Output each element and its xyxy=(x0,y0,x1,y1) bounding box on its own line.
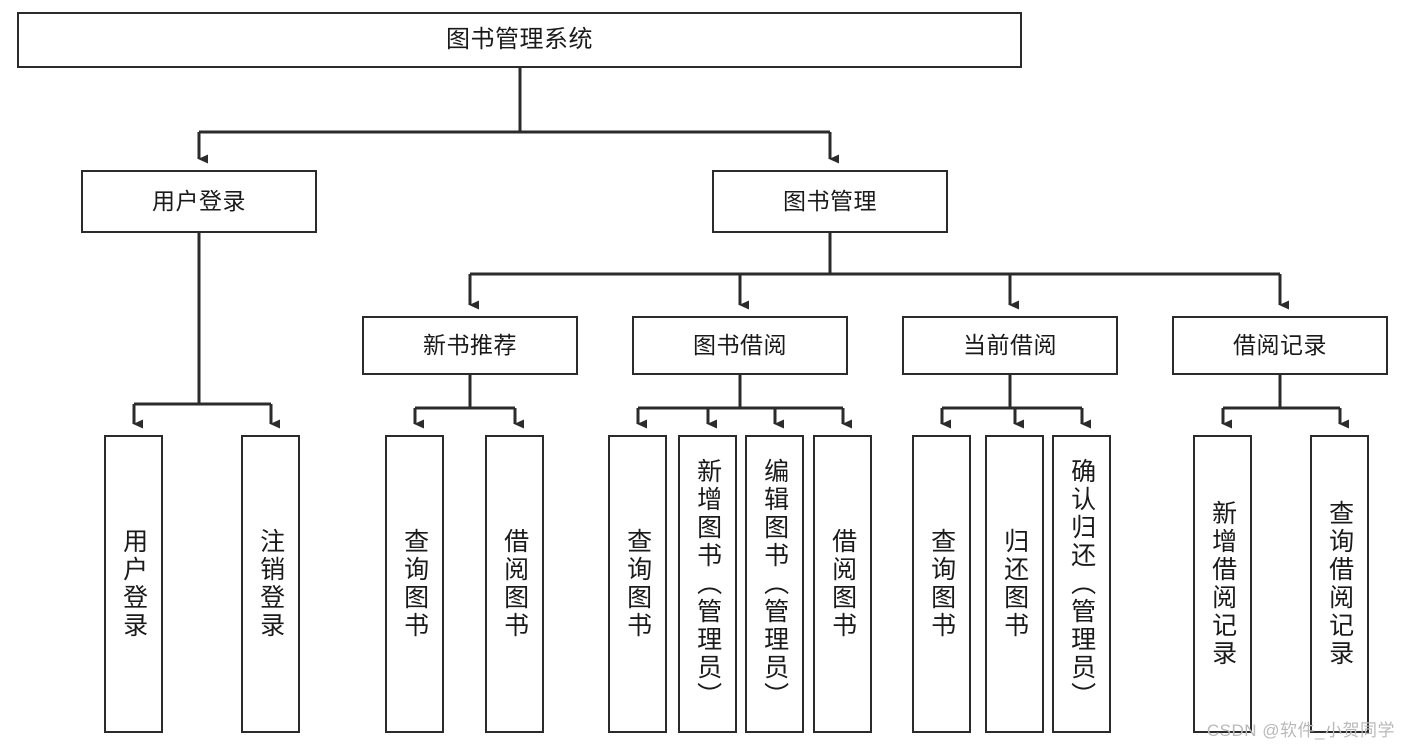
node-leaf-query-book[interactable]: 查询图书 xyxy=(608,435,667,733)
node-label: 借阅记录 xyxy=(1233,331,1327,358)
node-leaf-query-book-rec[interactable]: 查询图书 xyxy=(385,435,444,733)
node-label: 查询借阅记录 xyxy=(1325,500,1354,668)
node-book-borrow[interactable]: 图书借阅 xyxy=(632,316,848,375)
node-label: 新增图书（管理员） xyxy=(693,458,722,710)
node-current-borrow[interactable]: 当前借阅 xyxy=(902,316,1118,375)
node-label: 归还图书 xyxy=(1000,528,1029,640)
node-leaf-return-book[interactable]: 归还图书 xyxy=(985,435,1044,733)
node-borrow-record[interactable]: 借阅记录 xyxy=(1172,316,1388,375)
node-label: 借阅图书 xyxy=(828,528,857,640)
node-leaf-query-record[interactable]: 查询借阅记录 xyxy=(1310,435,1369,733)
node-label: 注销登录 xyxy=(256,528,285,640)
node-label: 图书管理系统 xyxy=(446,25,593,53)
node-book-manage[interactable]: 图书管理 xyxy=(712,170,948,233)
node-label: 用户登录 xyxy=(152,187,246,214)
node-leaf-user-login[interactable]: 用户登录 xyxy=(104,435,163,733)
node-leaf-add-record[interactable]: 新增借阅记录 xyxy=(1193,435,1252,733)
node-root[interactable]: 图书管理系统 xyxy=(17,12,1022,68)
node-label: 新增借阅记录 xyxy=(1208,500,1237,668)
node-label: 查询图书 xyxy=(623,528,652,640)
node-label: 查询图书 xyxy=(400,528,429,640)
node-label: 查询图书 xyxy=(927,528,956,640)
node-label: 编辑图书（管理员） xyxy=(760,458,789,710)
node-label: 图书管理 xyxy=(783,187,877,214)
node-leaf-confirm-return[interactable]: 确认归还（管理员） xyxy=(1052,435,1111,733)
node-user-login[interactable]: 用户登录 xyxy=(81,170,317,233)
node-leaf-logout[interactable]: 注销登录 xyxy=(241,435,300,733)
node-label: 借阅图书 xyxy=(500,528,529,640)
node-label: 新书推荐 xyxy=(423,331,517,358)
node-leaf-borrow-book[interactable]: 借阅图书 xyxy=(813,435,872,733)
node-leaf-borrow-book-rec[interactable]: 借阅图书 xyxy=(485,435,544,733)
watermark-text: CSDN @软件_小贺同学 xyxy=(1206,721,1395,740)
node-label: 当前借阅 xyxy=(963,331,1057,358)
node-label: 确认归还（管理员） xyxy=(1067,458,1096,710)
node-leaf-add-book[interactable]: 新增图书（管理员） xyxy=(678,435,737,733)
node-leaf-edit-book[interactable]: 编辑图书（管理员） xyxy=(745,435,804,733)
node-leaf-query-book-cur[interactable]: 查询图书 xyxy=(912,435,971,733)
node-new-book-recommend[interactable]: 新书推荐 xyxy=(362,316,578,375)
node-label: 用户登录 xyxy=(119,528,148,640)
node-label: 图书借阅 xyxy=(693,331,787,358)
